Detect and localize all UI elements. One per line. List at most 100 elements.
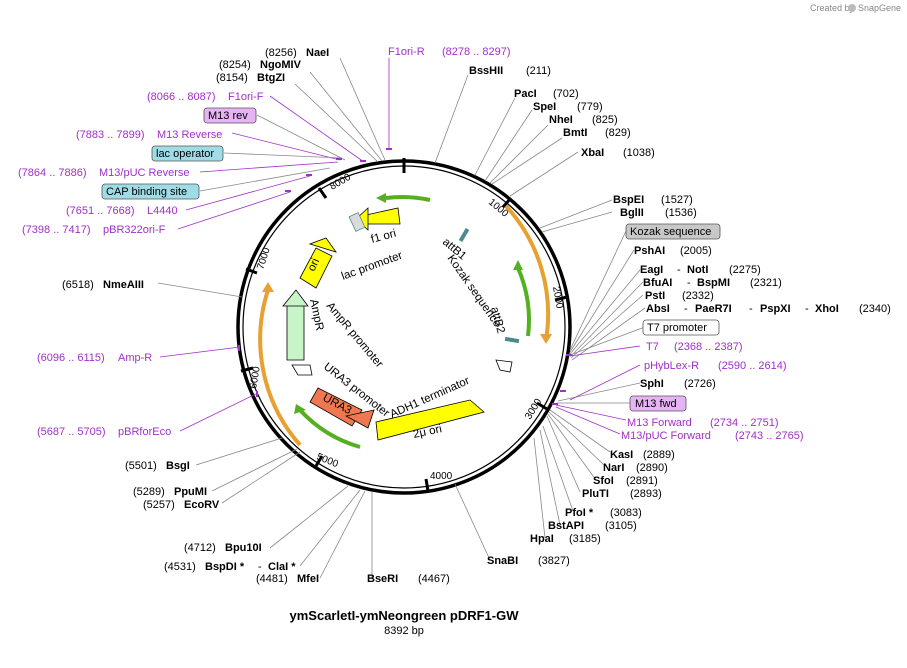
tick-2000 <box>554 295 568 302</box>
primer-range-l4440: (7651 .. 7668) <box>66 205 135 217</box>
primer-range-m13-forward: (2734 .. 2751) <box>710 417 779 429</box>
site-name-xhoi: XhoI <box>815 303 839 315</box>
primer-name-amp-r: Amp-R <box>118 352 152 364</box>
feature-label-ori: ori <box>306 257 322 274</box>
orange-arc-right <box>504 204 551 341</box>
site-name-paer7i: PaeR7I <box>695 303 732 315</box>
site-name-bspdi: BspDI * <box>205 561 245 573</box>
primer-range-m13puc-forward: (2743 .. 2765) <box>735 430 804 442</box>
site-pos-psti: (2332) <box>682 290 714 302</box>
primer-range-m13-reverse: (7883 .. 7899) <box>76 129 145 141</box>
site-sep-bspmi: - <box>687 277 691 289</box>
ura3-arrow-head <box>344 409 375 429</box>
site-name-sfoi: SfoI <box>593 475 614 487</box>
tick-5000 <box>314 455 324 467</box>
box-label-m13-rev: M13 rev <box>208 110 248 122</box>
site-name-bglii: BglII <box>620 207 644 219</box>
primer-name-m13-reverse: M13 Reverse <box>157 129 222 141</box>
box-label-kozak-sequence: Kozak sequence <box>630 226 711 238</box>
box-lac-operator <box>151 145 224 162</box>
box-label-lac-operator: lac operator <box>156 148 214 160</box>
site-name-absi: AbsI <box>646 303 670 315</box>
primer-name-t7: T7 <box>646 341 659 353</box>
site-name-pfoi: PfoI * <box>565 507 594 519</box>
primer-leader-lines <box>159 58 641 435</box>
feature-label-lacprom: lac promoter <box>340 250 404 283</box>
site-name-btgzi: BtgZI <box>257 72 285 84</box>
site-pos-pfoi: (3083) <box>610 507 642 519</box>
site-pos-nari: (2890) <box>636 462 668 474</box>
site-name-ppumi: PpuMI <box>174 486 207 498</box>
site-pos-ppumi: (5289) <box>133 486 165 498</box>
f1-ori-arrow <box>365 207 401 225</box>
feature-label-twomu: 2μ ori <box>412 423 443 441</box>
site-name-sphi: SphI <box>640 378 664 390</box>
primer-name-m13puc-forward: M13/pUC Forward <box>621 430 711 442</box>
site-pos-absi: (2340) <box>859 303 891 315</box>
primer-range-m13puc-reverse: (7864 .. 7886) <box>18 167 87 179</box>
green-arc-right <box>516 267 531 337</box>
primer-name-pbr322ori-f: pBR322ori-F <box>103 224 166 236</box>
tick-label-8000: 8000 <box>328 172 353 193</box>
credit-brand: SnapGene <box>858 3 901 13</box>
site-name-bsshii: BssHII <box>469 65 503 77</box>
two-mu-ori-arrow <box>375 399 485 441</box>
site-name-bspei: BspEI <box>613 194 644 206</box>
attb1-mark <box>458 227 470 243</box>
site-name-bsgi: BsgI <box>166 460 190 472</box>
orange-arc-left <box>258 289 302 447</box>
primer-range-pbr322ori-f: (7398 .. 7417) <box>22 224 91 236</box>
site-name-spei: SpeI <box>533 101 556 113</box>
snapgene-logo-icon <box>848 4 856 12</box>
box-leader-lines <box>199 114 646 404</box>
site-pos-snabi: (3827) <box>538 555 570 567</box>
site-sep-paer7i: - <box>684 303 688 315</box>
green-arc-bottom <box>298 408 361 449</box>
ampr-arrow <box>286 304 305 361</box>
site-pos-hpai: (3185) <box>569 533 601 545</box>
site-pos-nhei: (825) <box>592 114 618 126</box>
site-name-nhei: NheI <box>549 114 573 126</box>
site-pos-bmti: (829) <box>605 127 631 139</box>
site-name-bspmi: BspMI <box>697 277 730 289</box>
site-pos-btgzi: (8154) <box>216 72 248 84</box>
ampr-promoter-arrow <box>291 364 313 376</box>
primer-name-f1ori-f: F1ori-F <box>228 91 264 103</box>
site-name-eagi: EagI <box>640 264 663 276</box>
site-name-ngomiv: NgoMIV <box>260 59 302 71</box>
site-name-snabi: SnaBI <box>487 555 518 567</box>
credit-text: Created by <box>810 3 855 13</box>
tick-7000 <box>245 267 258 275</box>
box-label-m13-fwd: M13 fwd <box>635 398 677 410</box>
site-name-hpai: HpaI <box>530 533 554 545</box>
site-name-noti: NotI <box>687 264 708 276</box>
site-pos-pshai: (2005) <box>680 245 712 257</box>
box-m13-fwd <box>629 395 687 412</box>
site-name-kasi: KasI <box>610 449 633 461</box>
tick-label-2000: 2000 <box>550 286 565 310</box>
site-name-mfei: MfeI <box>297 573 319 585</box>
site-name-clai: ClaI * <box>268 561 296 573</box>
site-pos-sphi: (2726) <box>684 378 716 390</box>
site-pos-xbai: (1038) <box>623 147 655 159</box>
green-arc-top <box>385 194 431 202</box>
primer-marks <box>238 148 572 405</box>
tick-3000 <box>536 401 548 411</box>
green-arc-bottom-head <box>294 404 306 414</box>
site-name-bstapi: BstAPI <box>548 520 584 532</box>
site-pos-ngomiv: (8254) <box>219 59 251 71</box>
feature-label-amprprom: AmpR promoter <box>324 300 385 370</box>
primer-range-phyblex-r: (2590 .. 2614) <box>718 360 787 372</box>
lac-promoter-mark <box>348 212 366 232</box>
primer-name-f1ori-r: F1ori-R <box>388 46 425 58</box>
green-arc-right-head <box>513 260 523 270</box>
primer-name-m13puc-reverse: M13/pUC Reverse <box>99 167 189 179</box>
site-pos-eagi: (2275) <box>729 264 761 276</box>
ori-arrow <box>299 247 333 289</box>
ampr-arrow-head <box>282 289 309 307</box>
site-name-bpu10i: Bpu10I <box>225 542 262 554</box>
orange-arc-right-head <box>540 334 552 344</box>
site-pos-bseri: (4467) <box>418 573 450 585</box>
site-pos-bglii: (1536) <box>665 207 697 219</box>
